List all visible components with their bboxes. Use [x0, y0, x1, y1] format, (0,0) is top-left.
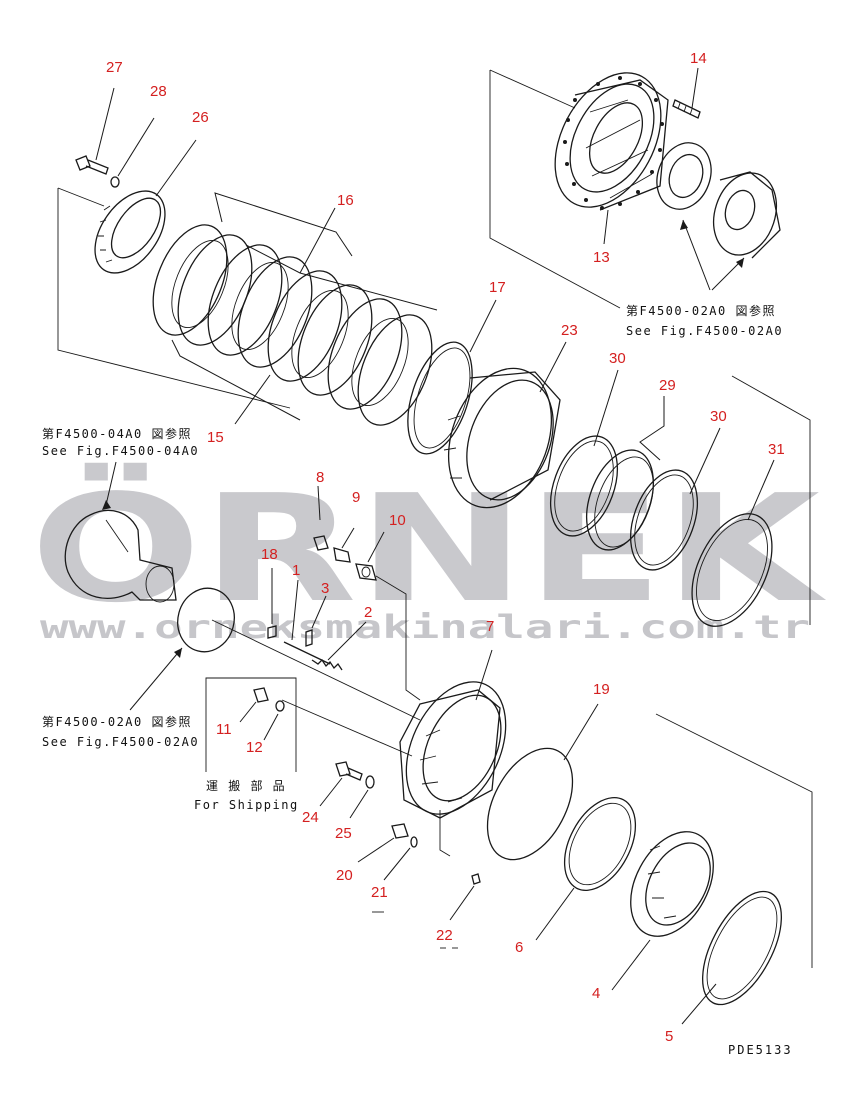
callout-4: 4	[592, 985, 600, 1002]
callout-6: 6	[515, 939, 523, 956]
callout-20: 20	[336, 867, 353, 884]
part-2-spring	[311, 621, 367, 671]
part-24-bolt	[319, 761, 363, 807]
callouts: 27 28 26 16 15 17 23 30 29 30 31 14 13 8…	[106, 50, 785, 1045]
shipping-box	[205, 677, 297, 772]
ref-top-right-en: See Fig.F4500-02A0	[626, 324, 783, 338]
callout-25: 25	[335, 825, 352, 842]
figure-code: PDE5133	[728, 1043, 793, 1057]
callout-26: 26	[192, 109, 209, 126]
watermark-brand: ÖRNEK	[30, 462, 827, 635]
shipping-label-en: For Shipping	[194, 798, 299, 812]
part-18-pin	[267, 568, 277, 639]
part-19-o-ring	[486, 703, 599, 861]
leader-lines	[95, 67, 775, 521]
group-box-top-left	[57, 187, 291, 409]
part-13-carrier-housing	[554, 72, 669, 211]
ref-left-jp: 第F4500-02A0 図参照	[42, 714, 192, 729]
ref-arrows-top-right	[680, 219, 745, 291]
callout-29: 29	[659, 377, 676, 394]
callout-24: 24	[302, 809, 319, 826]
callout-23: 23	[561, 322, 578, 339]
group-box-right	[731, 375, 811, 625]
callout-15: 15	[207, 429, 224, 446]
parts-29-30-seals	[550, 435, 698, 571]
callout-11: 11	[216, 721, 232, 738]
callout-8: 8	[316, 469, 324, 486]
ref-shaft-jp: 第F4500-04A0 図参照	[42, 426, 192, 441]
part-23-piston-housing	[443, 367, 561, 509]
callout-19: 19	[593, 681, 610, 698]
callout-14: 14	[690, 50, 707, 67]
callout-16: 16	[337, 192, 354, 209]
reference-notes: 第F4500-02A0 図参照 See Fig.F4500-02A0 第F450…	[42, 303, 793, 1057]
callout-12: 12	[246, 739, 263, 756]
part-14-bolt	[672, 99, 701, 119]
ref-top-right-jp: 第F4500-02A0 図参照	[626, 303, 776, 318]
callout-3: 3	[321, 580, 329, 597]
output-hub	[713, 171, 781, 259]
bearing-ring	[656, 142, 712, 210]
part-4-piston	[611, 831, 714, 991]
callout-7: 7	[486, 618, 494, 635]
part-5-seal-ring	[681, 890, 783, 1025]
part-21-o-ring	[383, 836, 418, 881]
part-16-clutch-plates	[152, 224, 433, 426]
group-box-top-right	[489, 69, 621, 309]
part-7-housing	[399, 649, 507, 819]
ref-shaft-en: See Fig.F4500-04A0	[42, 444, 199, 458]
part-20-plug	[357, 823, 409, 863]
callout-27: 27	[106, 59, 123, 76]
part-26-ring-gear	[94, 190, 166, 274]
part-6-seal	[535, 797, 637, 941]
shipping-label-jp: 運 搬 部 品	[206, 778, 286, 793]
callout-18: 18	[261, 546, 278, 563]
part-8-plug	[313, 485, 329, 551]
part-25-washer	[349, 775, 375, 819]
part-3-pin	[305, 595, 327, 647]
callout-17: 17	[489, 279, 506, 296]
callout-22: 22	[436, 927, 453, 944]
callout-30-upper: 30	[609, 350, 626, 367]
callout-21: 21	[371, 884, 388, 901]
ref-shaft-f4500-04a0	[64, 461, 177, 603]
part-27-bolt	[75, 155, 109, 175]
group-box-bottom-right	[655, 713, 813, 968]
callout-2: 2	[364, 604, 372, 621]
o-ring-left	[129, 587, 235, 711]
ref-left-en: See Fig.F4500-02A0	[42, 735, 199, 749]
part-31-ring	[691, 513, 773, 627]
assembly-guide-lines	[211, 619, 451, 857]
part-22-pin	[372, 873, 481, 949]
part-17-snap-ring	[407, 341, 473, 455]
callout-9: 9	[352, 489, 360, 506]
bracket-15	[171, 339, 301, 425]
callout-10: 10	[389, 512, 406, 529]
part-28-washer	[110, 176, 120, 188]
watermark-url: www.orneksmakinalari.com.tr	[40, 608, 810, 646]
callout-5: 5	[665, 1028, 673, 1045]
callout-1: 1	[292, 562, 300, 579]
part-9-fitting	[333, 527, 355, 563]
part-10-nut	[355, 531, 385, 581]
watermark: ÖRNEK www.orneksmakinalari.com.tr	[30, 462, 827, 646]
callout-28: 28	[150, 83, 167, 100]
callout-31: 31	[768, 441, 785, 458]
callout-30-right: 30	[710, 408, 727, 425]
hose-line	[375, 575, 421, 701]
bracket-16	[214, 192, 438, 311]
callout-13: 13	[593, 249, 610, 266]
